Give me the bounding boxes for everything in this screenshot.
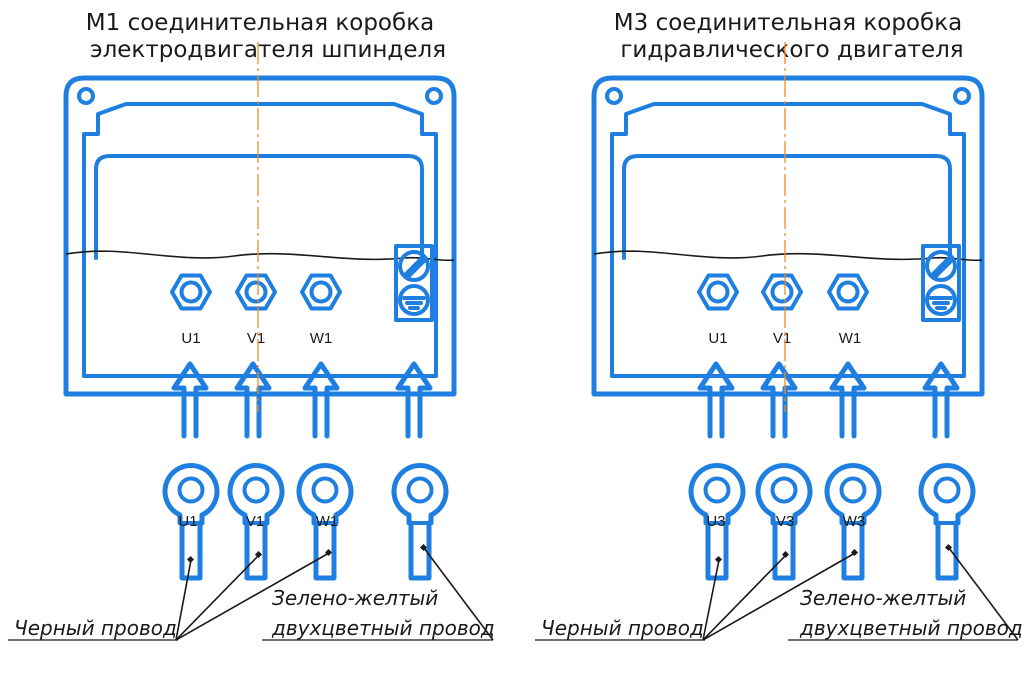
right-terminal-v1 (761, 273, 803, 311)
left-black-wire-label: Черный провод (14, 616, 177, 640)
right-green-yellow-line1: Зелено-желтый (800, 586, 966, 610)
left-lug-label-u: U1 (178, 513, 197, 530)
left-terminal-label-w: W1 (310, 330, 333, 347)
right-lug-label-u: U3 (706, 513, 725, 530)
left-title-line2: электродвигателя шпинделя (90, 37, 446, 63)
right-lug-label-v: V3 (776, 513, 794, 530)
left-lug-ground (394, 465, 446, 578)
right-lug-label-w: W3 (843, 513, 866, 530)
left-title-line1: M1 соединительная коробка (86, 10, 434, 36)
right-title-line1: M3 соединительная коробка (614, 10, 962, 36)
right-terminal-label-u: U1 (708, 330, 727, 347)
left-terminal-v1 (235, 273, 277, 311)
left-terminal-label-u: U1 (181, 330, 200, 347)
left-leaders (8, 543, 494, 641)
right-leaders (535, 543, 1019, 641)
right-title-line2: гидравлического двигателя (620, 37, 963, 63)
left-terminal-u1 (170, 273, 212, 311)
left-lug-label-w: W1 (316, 513, 339, 530)
right-terminal-label-w: W1 (839, 330, 862, 347)
right-terminal-w1 (827, 273, 869, 311)
left-terminal-w1 (300, 273, 342, 311)
left-junction-box: M1 соединительная коробка электродвигате… (8, 10, 495, 641)
right-junction-box: M3 соединительная коробка гидравлическог… (535, 10, 1023, 641)
right-green-yellow-line2: двухцветный провод (799, 616, 1023, 640)
right-terminal-u1 (697, 273, 739, 311)
left-terminal-label-v: V1 (247, 330, 265, 347)
right-black-wire-label: Черный провод (541, 616, 704, 640)
left-lug-label-v: V1 (246, 513, 264, 530)
left-green-yellow-line1: Зелено-желтый (272, 586, 438, 610)
left-green-yellow-line2: двухцветный провод (271, 616, 495, 640)
right-terminal-label-v: V1 (773, 330, 791, 347)
right-lug-ground (921, 465, 973, 578)
